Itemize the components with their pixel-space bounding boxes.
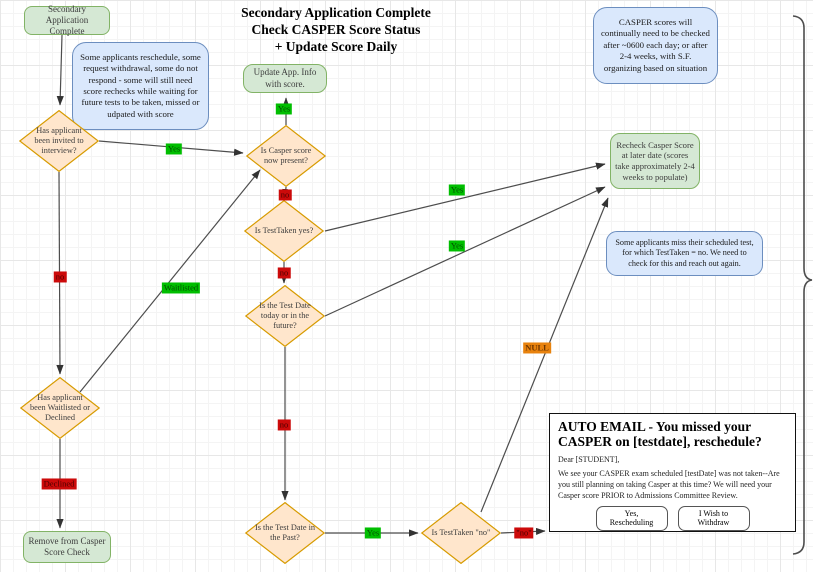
node-label: Recheck Casper Score at later date (scor… [615, 139, 695, 182]
node-update-app-info[interactable]: Update App. Info with score. [243, 64, 327, 93]
decision-label: Has applicant been Waitlisted or Decline… [29, 393, 90, 422]
note-text: CASPER scores will continually need to b… [601, 16, 710, 73]
edge-label-invited-yes[interactable]: Yes [165, 143, 183, 155]
decision-label: Is TestTaken yes? [254, 226, 314, 236]
edge-waitlisted-to-casper [79, 169, 261, 393]
decision-label: Is the Test Date in the Past? [254, 523, 316, 542]
diamond-shape [245, 285, 325, 347]
decision-invited-to-interview[interactable]: Has applicant been invited to interview? [19, 110, 99, 172]
diamond-shape [244, 200, 324, 262]
edge-label-null[interactable]: NULL [523, 342, 551, 354]
note-text: Some applicants miss their scheduled tes… [615, 237, 754, 268]
edge-label-casper-no[interactable]: no [278, 189, 292, 201]
edge-testtaken-yes-to-recheck [324, 162, 606, 232]
edge-label-testtaken-no[interactable]: no [277, 267, 291, 279]
edge-label-testtaken-yes[interactable]: Yes [448, 184, 466, 196]
node-secondary-application-complete[interactable]: Secondary Application Complete [24, 3, 110, 37]
decision-waitlisted-or-declined[interactable]: Has applicant been Waitlisted or Decline… [20, 377, 100, 439]
auto-email-card[interactable]: AUTO EMAIL - You missed your CASPER on [… [549, 413, 796, 532]
title-line-2: Check CASPER Score Status [251, 21, 421, 37]
edge-label-testtaken-no-quoted-no[interactable]: "no" [514, 527, 534, 539]
node-label: Update App. Info with score. [253, 67, 317, 89]
note-casper-daily-check[interactable]: CASPER scores will continually need to b… [593, 7, 718, 84]
diamond-shape [19, 110, 99, 172]
diamond-shape [246, 125, 326, 187]
withdraw-button[interactable]: I Wish to Withdraw [677, 505, 750, 531]
decision-label: Is TestTaken "no" [431, 528, 491, 538]
decision-label: Is the Test Date today or in the future? [259, 301, 311, 330]
node-remove-from-casper-check[interactable]: Remove from Casper Score Check [23, 531, 111, 563]
edge-label-declined[interactable]: Declined [41, 478, 77, 490]
decision-testtaken-yes[interactable]: Is TestTaken yes? [244, 200, 324, 262]
decision-testtaken-no[interactable]: Is TestTaken "no" [421, 502, 501, 564]
edge-testtaken-no-null-to-recheck [480, 197, 609, 513]
diamond-shape [245, 502, 325, 564]
title-line-1: Secondary Application Complete [241, 5, 431, 20]
node-label: Secondary Application Complete [45, 3, 89, 37]
auto-email-greeting: Dear [STUDENT], [558, 455, 620, 465]
edge-label-testdate-future-no[interactable]: no [277, 419, 291, 431]
auto-email-title: AUTO EMAIL - You missed your CASPER on [… [558, 419, 762, 450]
node-label: Remove from Casper Score Check [28, 535, 106, 557]
edge-label-casper-yes[interactable]: Yes [275, 103, 293, 115]
note-missed-test[interactable]: Some applicants miss their scheduled tes… [606, 231, 763, 276]
note-text: Some applicants reschedule, some request… [80, 51, 201, 119]
diamond-shape [421, 502, 501, 564]
title-line-3: + Update Score Daily [274, 38, 398, 54]
reschedule-button[interactable]: Yes, Rescheduling [595, 505, 668, 531]
decision-label: Is Casper score now present? [260, 146, 312, 165]
edge-label-waitlisted[interactable]: Waitlisted [161, 282, 201, 294]
node-recheck-casper-score[interactable]: Recheck Casper Score at later date (scor… [610, 133, 700, 189]
decision-casper-score-present[interactable]: Is Casper score now present? [246, 125, 326, 187]
decision-testdate-in-past[interactable]: Is the Test Date in the Past? [245, 502, 325, 564]
decision-label: Has applicant been invited to interview? [34, 126, 84, 155]
edge-label-testdate-past-yes[interactable]: Yes [364, 527, 382, 539]
auto-email-buttons: Yes, Rescheduling I Wish to Withdraw [558, 505, 787, 531]
decision-testdate-today-or-future[interactable]: Is the Test Date today or in the future? [245, 285, 325, 347]
right-curly-brace [792, 15, 813, 555]
edge-secondary-to-invited [56, 34, 64, 106]
note-reschedule[interactable]: Some applicants reschedule, some request… [72, 42, 209, 130]
edge-label-invited-no[interactable]: no [53, 271, 67, 283]
diagram-title: Secondary Application Complete Check CAS… [216, 5, 456, 56]
diamond-shape [20, 377, 100, 439]
auto-email-body: We see your CASPER exam scheduled [testD… [558, 469, 780, 500]
edge-label-testdate-future-yes[interactable]: Yes [448, 240, 466, 252]
